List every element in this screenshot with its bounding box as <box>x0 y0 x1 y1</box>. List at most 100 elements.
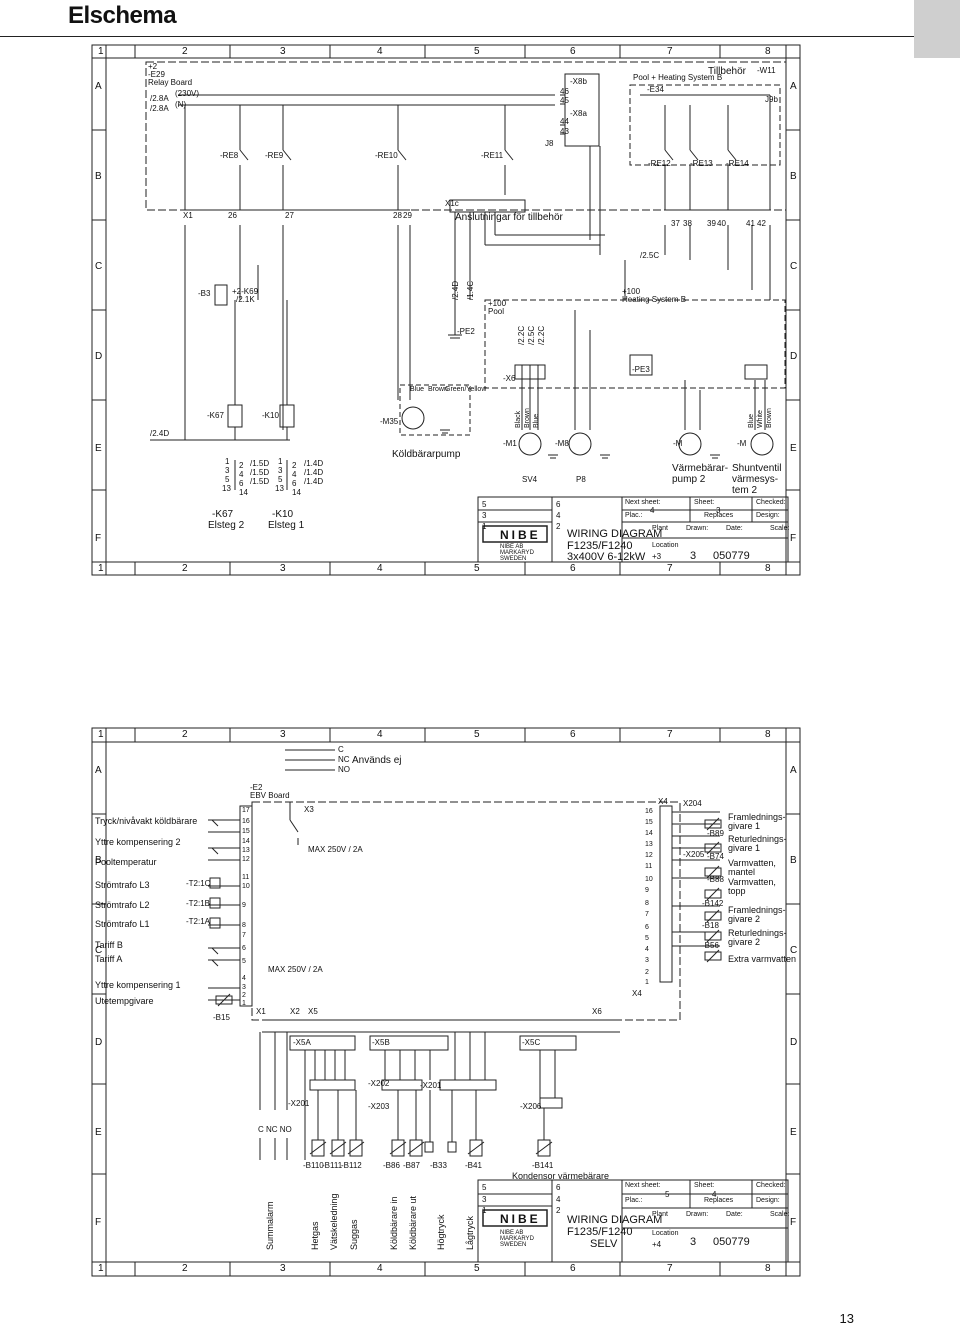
diagram-title: F1235/F1240 <box>567 540 633 552</box>
tb-field: Design: <box>756 1197 780 1204</box>
tb-field: Plac.: <box>625 512 643 519</box>
pin-num: 5 <box>645 935 649 942</box>
terminal-label: X1 <box>183 211 193 220</box>
sensor-desc: Returlednings- <box>728 834 787 844</box>
x3-label: X3 <box>304 805 314 814</box>
col-label: 8 <box>765 46 771 57</box>
pool-heating-label: Pool + Heating System B <box>633 73 723 82</box>
sensor-label: -B86 <box>383 1161 400 1170</box>
wire-color: Brown <box>766 408 773 428</box>
pin-num: 13 <box>645 841 653 848</box>
tb-field: Checked: <box>756 499 786 506</box>
contact-num: 2 <box>292 461 297 470</box>
diagram-title: WIRING DIAGRAM <box>567 1214 663 1226</box>
col-label: 7 <box>667 563 673 574</box>
pin-num: 10 <box>242 883 250 890</box>
col-label: 1 <box>98 729 104 740</box>
tb-field: Design: <box>756 512 780 519</box>
sensor-desc: givare 1 <box>728 843 761 853</box>
row-label: B <box>95 855 102 866</box>
x6-label: X6 <box>592 1007 602 1016</box>
wiring-sheet-2: 1 2 3 4 5 6 7 8 1 2 3 4 5 6 7 8 A B C D … <box>0 720 960 1280</box>
tb-value: 3 <box>716 506 721 515</box>
col-label: 2 <box>182 1263 188 1274</box>
pin-num: 2 <box>242 992 246 999</box>
row-label: D <box>790 1037 798 1048</box>
connector-label: -X5C <box>522 1038 541 1047</box>
pin-num: 9 <box>242 902 246 909</box>
tb-field: Drawn: <box>686 1211 709 1218</box>
shunt-label: tem 2 <box>732 485 758 496</box>
connector-label: -X202 <box>368 1079 390 1088</box>
contact-num: 1 <box>278 457 283 466</box>
col-label: 8 <box>765 1263 771 1274</box>
col-label: 5 <box>474 563 480 574</box>
x4-label: X4 <box>632 989 642 998</box>
row-label: A <box>790 765 797 776</box>
m8-label: -M8 <box>555 439 569 448</box>
tb-field: Plant <box>652 525 668 532</box>
pin-num: 9 <box>645 887 649 894</box>
no-label: NO <box>338 765 350 774</box>
col-label: 4 <box>377 46 383 57</box>
sensor-label: -B74 <box>707 852 724 861</box>
terminal-label: 40 <box>717 219 726 228</box>
row-label: C <box>790 945 798 956</box>
col-label: 8 <box>765 563 771 574</box>
heating-system-b-label: Heating System B <box>622 295 687 304</box>
pin-num: 8 <box>242 922 246 929</box>
ref-label: /2.8A <box>150 94 169 103</box>
row-label: E <box>95 1127 102 1138</box>
input-label: Strömtrafo L3 <box>95 880 150 890</box>
wire-color: Green/Yellow <box>445 386 487 393</box>
col-label: 1 <box>98 1263 104 1274</box>
col-label: 4 <box>377 729 383 740</box>
terminal-label: 28 <box>393 211 402 220</box>
varmebarar-label: pump 2 <box>672 474 706 485</box>
pin-num: 6 <box>645 924 649 931</box>
tb-value: 5 <box>665 1190 670 1199</box>
sv4-label: SV4 <box>522 475 538 484</box>
tb-field: Sheet: <box>694 1182 715 1189</box>
pin-num: 1 <box>645 979 649 986</box>
tb-value: 4 <box>650 506 655 515</box>
col-label: 8 <box>765 729 771 740</box>
sensor-label: -B33 <box>430 1161 447 1170</box>
relay-board-label: +2 <box>148 62 158 71</box>
pin-num: 8 <box>645 900 649 907</box>
sensor-desc: Extra varmvatten <box>728 954 797 964</box>
terminal-label: 41 <box>746 219 755 228</box>
tb-value: +4 <box>652 1240 662 1249</box>
contact-ref: /1.5D <box>250 477 270 486</box>
corner-tab <box>914 0 960 58</box>
m35-label: -M35 <box>380 417 399 426</box>
kondensor-label: Kondensor värmebärare <box>512 1171 610 1181</box>
row-label: E <box>790 1127 797 1138</box>
input-label: Tariff A <box>95 954 123 964</box>
sensor-label: -B56 <box>702 941 719 950</box>
row-label: F <box>790 1217 797 1228</box>
contact-ref: /1.5D <box>250 468 270 477</box>
rev-num: 3 <box>482 511 487 520</box>
varmebarar-label: Värmebärar- <box>672 463 729 474</box>
sensor-label: -B142 <box>702 899 724 908</box>
tb-field: Location <box>652 542 679 549</box>
sensor-label: -B89 <box>707 829 724 838</box>
rev-num: 4 <box>556 1195 561 1204</box>
col-label: 5 <box>474 46 480 57</box>
contact-num: 5 <box>225 475 230 484</box>
m-label: -M <box>673 439 683 448</box>
pin-num: 15 <box>645 819 653 826</box>
contact-num: 13 <box>222 484 231 493</box>
x5-label: X5 <box>308 1007 318 1016</box>
sensor-desc: Returlednings- <box>728 928 787 938</box>
sensor-desc: topp <box>728 886 746 896</box>
col-label: 5 <box>474 729 480 740</box>
pin-num: 4 <box>645 946 649 953</box>
row-label: B <box>95 171 102 182</box>
bottom-label: Suggas <box>349 1219 359 1250</box>
page-title: Elschema <box>68 2 177 29</box>
title-rule <box>0 36 960 37</box>
max-rating: MAX 250V / 2A <box>308 845 363 854</box>
col-label: 5 <box>474 1263 480 1274</box>
